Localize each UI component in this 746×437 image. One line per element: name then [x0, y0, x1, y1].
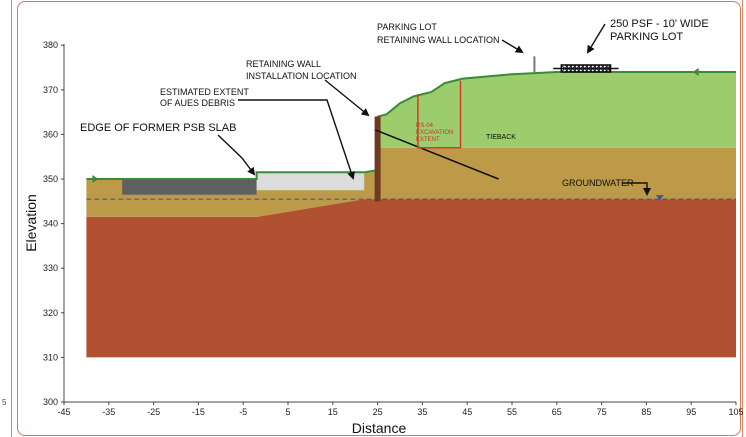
parking-wall-label-line1: PARKING LOT — [377, 22, 437, 32]
x-ticks: -45 -35 -25 -15 -5 5 15 25 35 45 55 65 75 85 95 105 — [57, 402, 744, 417]
surcharge-label-line1: 250 PSF - 10' WIDE — [610, 18, 709, 30]
rs04-label-line3: EXTENT — [416, 137, 440, 143]
y-tick-label: 300 — [43, 397, 58, 407]
x-tick-label: -25 — [147, 407, 160, 417]
x-tick-label: 15 — [328, 407, 338, 417]
former-psb-slab — [122, 179, 257, 195]
groundwater-leader-arrow — [622, 182, 651, 196]
y-axis-title: Elevation — [23, 194, 39, 252]
aues-label-line2: OF AUES DEBRIS — [160, 98, 235, 108]
wall-leader-arrow — [324, 79, 370, 117]
x-tick-label: 45 — [462, 407, 472, 417]
y-ticks: 300 310 320 330 340 350 360 370 380 — [43, 40, 64, 407]
x-axis-title: Distance — [352, 420, 407, 436]
groundwater-marker-icon — [655, 195, 664, 201]
x-tick-label: 75 — [597, 407, 607, 417]
bedrock-layer — [86, 199, 736, 358]
x-tick-label: 85 — [641, 407, 651, 417]
rs04-label-line2: EXCAVATION — [416, 130, 453, 136]
leaders — [217, 23, 651, 196]
x-tick-label: 25 — [373, 407, 383, 417]
y-tick-label: 320 — [43, 308, 58, 318]
surcharge-load-icon — [553, 64, 619, 73]
x-tick-label: 105 — [728, 407, 743, 417]
x-tick-label: -35 — [102, 407, 115, 417]
wall-label-line2: INSTALLATION LOCATION — [246, 71, 357, 81]
x-tick-label: 95 — [686, 407, 696, 417]
layers — [86, 71, 736, 358]
retaining-wall — [374, 116, 381, 202]
surcharge-label-line2: PARKING LOT — [610, 31, 683, 43]
tieback-line — [375, 129, 499, 180]
soil-layer — [86, 147, 736, 217]
y-tick-label: 310 — [43, 352, 58, 362]
x-tick-label: 5 — [285, 407, 290, 417]
aues-label-line1: ESTIMATED EXTENT — [160, 87, 249, 97]
axes: 300 310 320 330 340 350 360 370 380 -45 -35 -25 -15… — [43, 40, 744, 417]
surface-marker-right-icon — [692, 67, 699, 76]
ground-surface-line — [86, 71, 736, 180]
tieback-label: TIEBACK — [486, 134, 516, 141]
features — [86, 56, 736, 202]
y-tick-label: 360 — [43, 129, 58, 139]
embankment-layer — [377, 72, 736, 148]
left-edge-line — [11, 0, 12, 437]
x-tick-label: -5 — [239, 407, 247, 417]
x-tick-label: 35 — [417, 407, 427, 417]
x-tick-label: 65 — [552, 407, 562, 417]
x-tick-label: 55 — [507, 407, 517, 417]
x-tick-label: -15 — [192, 407, 205, 417]
wall-label-line1: RETAINING WALL — [246, 59, 321, 69]
parking-wall-label-line2: RETAINING WALL LOCATION — [377, 35, 500, 45]
psb-slab-label: EDGE OF FORMER PSB SLAB — [80, 122, 236, 134]
surcharge-leader-arrow — [586, 23, 606, 54]
groundwater-label: GROUNDWATER — [562, 178, 634, 188]
y-tick-label: 350 — [43, 174, 58, 184]
rs04-excavation-outline — [417, 80, 462, 149]
y-tick-label: 330 — [43, 263, 58, 273]
rs04-label-line1: RS-04 — [416, 123, 434, 129]
x-tick-label: -45 — [57, 407, 70, 417]
right-edge-line — [742, 0, 743, 437]
surface-marker-left-icon — [92, 175, 99, 183]
parking-wall-leader-arrow — [501, 39, 524, 54]
aues-debris-zone — [256, 172, 365, 191]
left-edge-mark: 5 — [2, 398, 7, 407]
y-tick-label: 340 — [43, 219, 58, 229]
callouts: EDGE OF FORMER PSB SLAB ESTIMATED EXTENT… — [80, 18, 709, 188]
y-tick-label: 380 — [43, 40, 58, 50]
y-tick-label: 370 — [43, 85, 58, 95]
aues-leader-arrow — [238, 99, 355, 180]
psb-slab-leader-arrow — [217, 134, 256, 176]
